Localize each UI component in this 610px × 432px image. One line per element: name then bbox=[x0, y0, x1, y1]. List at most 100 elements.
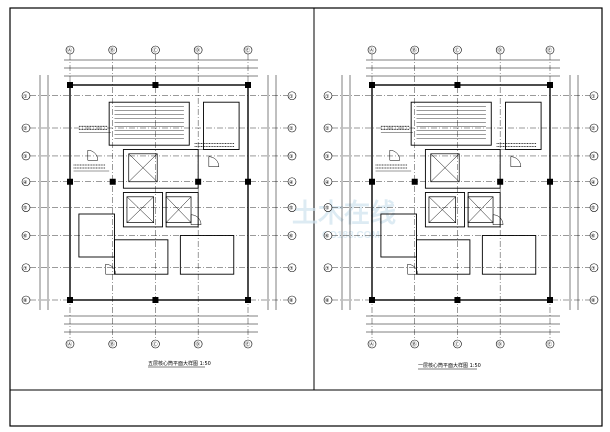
grid-label: ① bbox=[325, 94, 330, 100]
door-swing bbox=[208, 156, 220, 167]
grid-bubble bbox=[243, 45, 253, 55]
grid-bubble bbox=[410, 45, 420, 55]
room-wall bbox=[424, 192, 466, 228]
grid-label: ④ bbox=[23, 180, 28, 186]
structural-column bbox=[497, 178, 504, 185]
grid-label: Ⓑ bbox=[412, 341, 417, 348]
outer-wall bbox=[69, 84, 249, 301]
watermark: 土木在线 bbox=[292, 198, 396, 228]
structural-column bbox=[67, 82, 73, 88]
grid-label: Ⓔ bbox=[245, 47, 250, 54]
grid-label: ⑦ bbox=[289, 266, 294, 272]
grid-label: ② bbox=[289, 126, 294, 132]
structural-column bbox=[547, 82, 553, 88]
grid-bubble bbox=[193, 339, 203, 349]
grid-bubble bbox=[151, 339, 160, 349]
grid-label: Ⓔ bbox=[245, 341, 250, 348]
grid-label: Ⓑ bbox=[110, 341, 115, 348]
grid-label: ④ bbox=[591, 180, 596, 186]
elevator-shaft bbox=[128, 153, 158, 183]
left-plan-caption: 五层核心筒平面大样图 1:50 bbox=[148, 360, 211, 367]
grid-label: ③ bbox=[325, 154, 329, 160]
grid-label: ② bbox=[325, 126, 330, 132]
grid-label: ⑧ bbox=[591, 298, 596, 304]
grid-label: ② bbox=[591, 126, 596, 132]
grid-bubble bbox=[287, 231, 297, 240]
structural-column bbox=[195, 178, 202, 185]
door-swing bbox=[190, 214, 202, 225]
structural-column bbox=[454, 297, 461, 303]
grid-bubble bbox=[410, 339, 420, 349]
grid-bubble bbox=[243, 339, 253, 349]
grid-label: Ⓓ bbox=[195, 341, 200, 348]
room-wall bbox=[380, 213, 417, 258]
grid-bubble bbox=[21, 263, 31, 273]
grid-label: ⑤ bbox=[325, 206, 329, 212]
grid-label: ⑥ bbox=[23, 234, 28, 240]
grid-bubble bbox=[287, 123, 297, 133]
grid-label: ③ bbox=[289, 154, 293, 160]
grid-label: Ⓑ bbox=[110, 47, 115, 54]
room-wall bbox=[114, 239, 169, 275]
door-swing bbox=[105, 263, 116, 275]
grid-label: Ⓒ bbox=[454, 47, 459, 54]
structural-column bbox=[152, 82, 159, 88]
grid-bubble bbox=[453, 45, 462, 55]
grid-bubble bbox=[65, 339, 75, 349]
structural-column bbox=[67, 297, 73, 303]
grid-bubble bbox=[287, 263, 297, 273]
structural-column bbox=[245, 178, 251, 185]
door-swing bbox=[510, 156, 522, 167]
grid-bubble bbox=[21, 151, 31, 161]
grid-label: Ⓐ bbox=[369, 47, 374, 54]
grid-bubble bbox=[495, 45, 505, 55]
grid-label: ⑦ bbox=[23, 266, 28, 272]
elevator-cross bbox=[126, 196, 154, 223]
grid-label: Ⓔ bbox=[547, 341, 552, 348]
grid-label: ④ bbox=[325, 180, 330, 186]
grid-label: Ⓓ bbox=[195, 47, 200, 54]
room-wall bbox=[410, 101, 492, 146]
grid-bubble bbox=[21, 123, 31, 133]
grid-bubble bbox=[287, 177, 297, 187]
grid-bubble bbox=[323, 177, 333, 187]
grid-label: ③ bbox=[23, 154, 27, 160]
watermark-sub: CO188.COM bbox=[322, 230, 380, 241]
grid-bubble bbox=[589, 263, 599, 273]
grid-bubble bbox=[589, 177, 599, 187]
grid-bubble bbox=[21, 91, 31, 101]
grid-label: ① bbox=[591, 94, 596, 100]
grid-bubble bbox=[193, 45, 203, 55]
room-wall bbox=[467, 192, 501, 228]
grid-bubble bbox=[545, 339, 555, 349]
right-plan-caption: 一层核心筒平面大样图 1:50 bbox=[418, 362, 481, 369]
grid-bubble bbox=[287, 151, 297, 161]
grid-label: Ⓒ bbox=[454, 341, 459, 348]
grid-label: Ⓐ bbox=[369, 341, 374, 348]
grid-bubble bbox=[287, 203, 297, 212]
grid-bubble bbox=[21, 177, 31, 187]
grid-label: ⑤ bbox=[591, 206, 595, 212]
grid-bubble bbox=[589, 151, 599, 161]
grid-label: ③ bbox=[591, 154, 595, 160]
grid-bubble bbox=[589, 123, 599, 133]
grid-label: Ⓔ bbox=[547, 47, 552, 54]
structural-column bbox=[109, 178, 116, 185]
structural-column bbox=[67, 178, 73, 185]
room-wall bbox=[122, 192, 164, 228]
grid-label: Ⓒ bbox=[152, 341, 157, 348]
grid-bubble bbox=[323, 123, 333, 133]
grid-bubble bbox=[65, 45, 75, 55]
grid-label: ⑦ bbox=[325, 266, 330, 272]
grid-bubble bbox=[589, 295, 599, 305]
structural-column bbox=[152, 297, 159, 303]
structural-column bbox=[547, 297, 553, 303]
grid-bubble bbox=[589, 203, 599, 212]
grid-bubble bbox=[151, 45, 160, 55]
grid-bubble bbox=[21, 295, 31, 305]
structural-column bbox=[454, 82, 461, 88]
grid-label: ① bbox=[289, 94, 294, 100]
grid-label: Ⓐ bbox=[67, 341, 72, 348]
elevator-shaft bbox=[126, 196, 155, 223]
